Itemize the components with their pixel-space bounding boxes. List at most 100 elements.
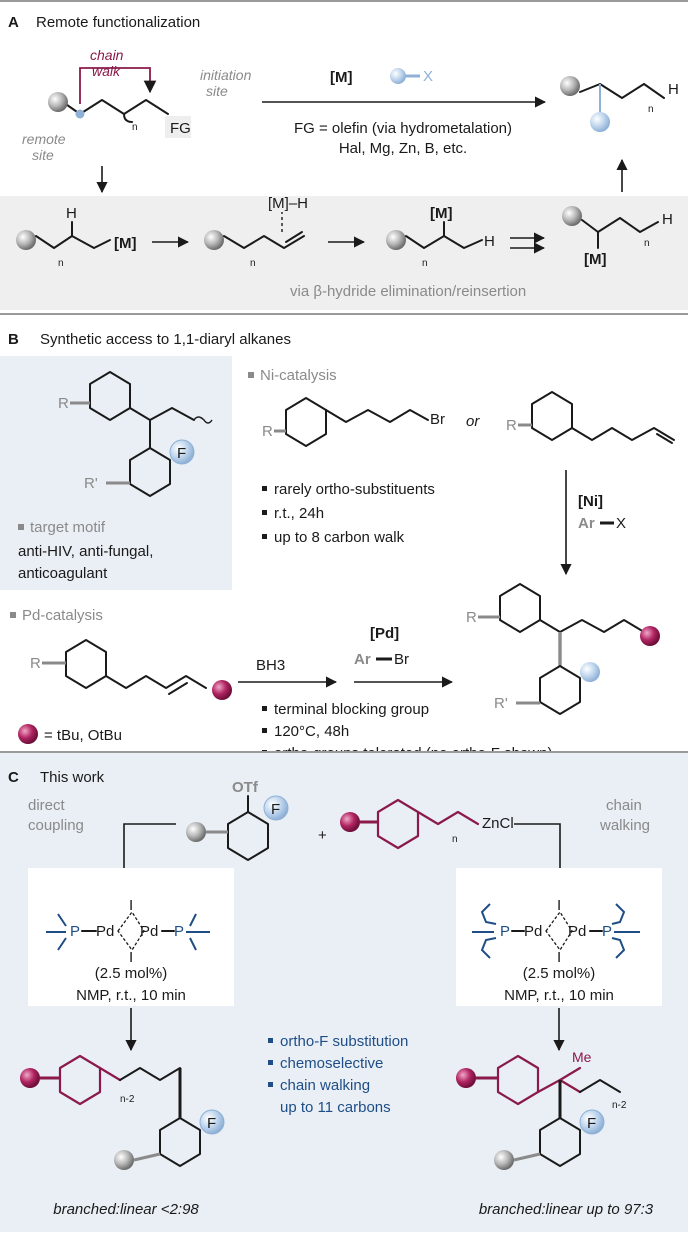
chain-walk-label: chain (90, 47, 124, 63)
substrate-chain-walk: FG n chain walk initiation site remote s… (22, 47, 252, 163)
remote-site-label-2: site (32, 147, 54, 163)
n-subscript: n (648, 104, 654, 115)
r-prime-label: R' (494, 695, 508, 712)
left-catalyst-box (28, 868, 234, 1006)
pd-dimer-tbu: P Pd I I Pd P (46, 897, 210, 966)
n-minus-2-subscript: n-2 (120, 1094, 135, 1105)
left-conditions: NMP, r.t., 10 min (76, 987, 186, 1004)
ar-label: Ar (354, 651, 371, 668)
r-label: R (58, 395, 69, 412)
target-uses-line-2: anticoagulant (18, 565, 108, 582)
target-motif-panel (0, 356, 232, 590)
f-label: F (177, 445, 186, 462)
p-label: P (174, 923, 184, 940)
pd-catalysis-label: Pd-catalysis (22, 607, 103, 624)
ni-substrate-bromide: R Br (262, 397, 445, 447)
feature-bullet: chain walking (280, 1077, 370, 1094)
r-prime-label: R' (84, 475, 98, 492)
initiation-site-label: initiation (200, 67, 252, 83)
section-a-title: Remote functionalization (36, 14, 200, 31)
r-label: R (466, 609, 477, 626)
pd-label: Pd (568, 923, 586, 940)
m-label: [M] (114, 235, 137, 252)
r-label: R (506, 417, 517, 434)
remote-site-label: remote (22, 131, 66, 147)
i-label: I (557, 949, 561, 966)
f-label: F (207, 1115, 216, 1132)
pd-label: Pd (96, 923, 114, 940)
ni-bullet: r.t., 24h (274, 505, 324, 522)
linear-product: n-2 F (20, 1054, 225, 1170)
aryl-triflate: OTf F (186, 779, 289, 861)
remote-site-dot (75, 109, 85, 119)
fg-definition: FG = olefin (via hydrometalation) (294, 120, 512, 137)
left-loading: (2.5 mol%) (95, 965, 168, 982)
blocking-group-sphere (18, 724, 38, 744)
branched-selectivity: branched:linear up to 97:3 (479, 1201, 654, 1218)
branched-product: Me n-2 F (456, 1049, 627, 1170)
i-label: I (129, 949, 133, 966)
i-label: I (557, 897, 561, 914)
ni-conditions: rarely ortho-substituents r.t., 24h up t… (262, 481, 435, 546)
ar-label: Ar (578, 515, 595, 532)
h-label: H (484, 233, 495, 250)
left-connector (123, 823, 176, 868)
section-a-letter: A (8, 14, 19, 31)
pd-substrate: R (30, 639, 232, 700)
f-label: F (271, 801, 280, 818)
me-label: Me (572, 1049, 592, 1065)
p-label: P (500, 923, 510, 940)
ni-substrate-olefin: R (506, 391, 675, 444)
n-subscript: n (132, 122, 138, 133)
chain-walk-label-2: walk (92, 63, 121, 79)
section-b-letter: B (8, 331, 19, 348)
direct-coupling-label-2: coupling (28, 817, 84, 834)
right-connector (514, 823, 561, 868)
n-minus-2-subscript: n-2 (612, 1100, 627, 1111)
pd-bullet: 120°C, 48h (274, 723, 349, 740)
bh3-label: BH3 (256, 657, 285, 674)
alkylzinc-reagent: ZnCl n (340, 798, 514, 850)
x-label: X (423, 68, 433, 85)
right-catalyst-box (456, 868, 662, 1006)
intermediate-4: [M] H n (562, 206, 673, 268)
fg-label: FG (170, 120, 191, 137)
linear-selectivity: branched:linear <2:98 (53, 1201, 199, 1218)
m-label: [M] (430, 205, 453, 222)
target-motif-label: target motif (30, 519, 106, 536)
r-label: R (262, 423, 273, 440)
n-subscript: n (452, 834, 458, 845)
chain-walking-label-2: walking (599, 817, 650, 834)
n-subscript: n (250, 258, 256, 269)
h-label: H (662, 211, 673, 228)
section-c-title: This work (40, 769, 105, 786)
n-subscript: n (422, 258, 428, 269)
ni-bullet: rarely ortho-substituents (274, 481, 435, 498)
right-conditions: NMP, r.t., 10 min (504, 987, 614, 1004)
pd-label: Pd (524, 923, 542, 940)
ni-catalyst-label: [Ni] (578, 493, 603, 510)
i-label: I (129, 897, 133, 914)
electrophile-sphere (390, 68, 406, 84)
blocking-group-legend: = tBu, OtBu (44, 727, 122, 744)
right-loading: (2.5 mol%) (523, 965, 596, 982)
product-a: H n (560, 76, 679, 132)
otf-label: OTf (232, 779, 259, 796)
f-label: F (587, 1115, 596, 1132)
plus-sign: + (318, 827, 327, 844)
m-label: [M] (584, 251, 607, 268)
pd-dimer-cy: P Pd I I Pd P (472, 897, 640, 966)
x-label: X (616, 515, 626, 532)
pd-bullet: terminal blocking group (274, 701, 429, 718)
br-label: Br (430, 411, 445, 428)
pd-catalyst-label: [Pd] (370, 625, 399, 642)
chain-walking-label: chain (606, 797, 642, 814)
intermediate-3: [M] H n (386, 205, 495, 269)
n-subscript: n (644, 238, 650, 249)
target-motif-structure: R F R' (58, 371, 213, 497)
section-b-title: Synthetic access to 1,1-diaryl alkanes (40, 331, 291, 348)
r-label: R (30, 655, 41, 672)
fg-examples: Hal, Mg, Zn, B, etc. (339, 140, 467, 157)
ni-bullet: up to 8 carbon walk (274, 529, 405, 546)
